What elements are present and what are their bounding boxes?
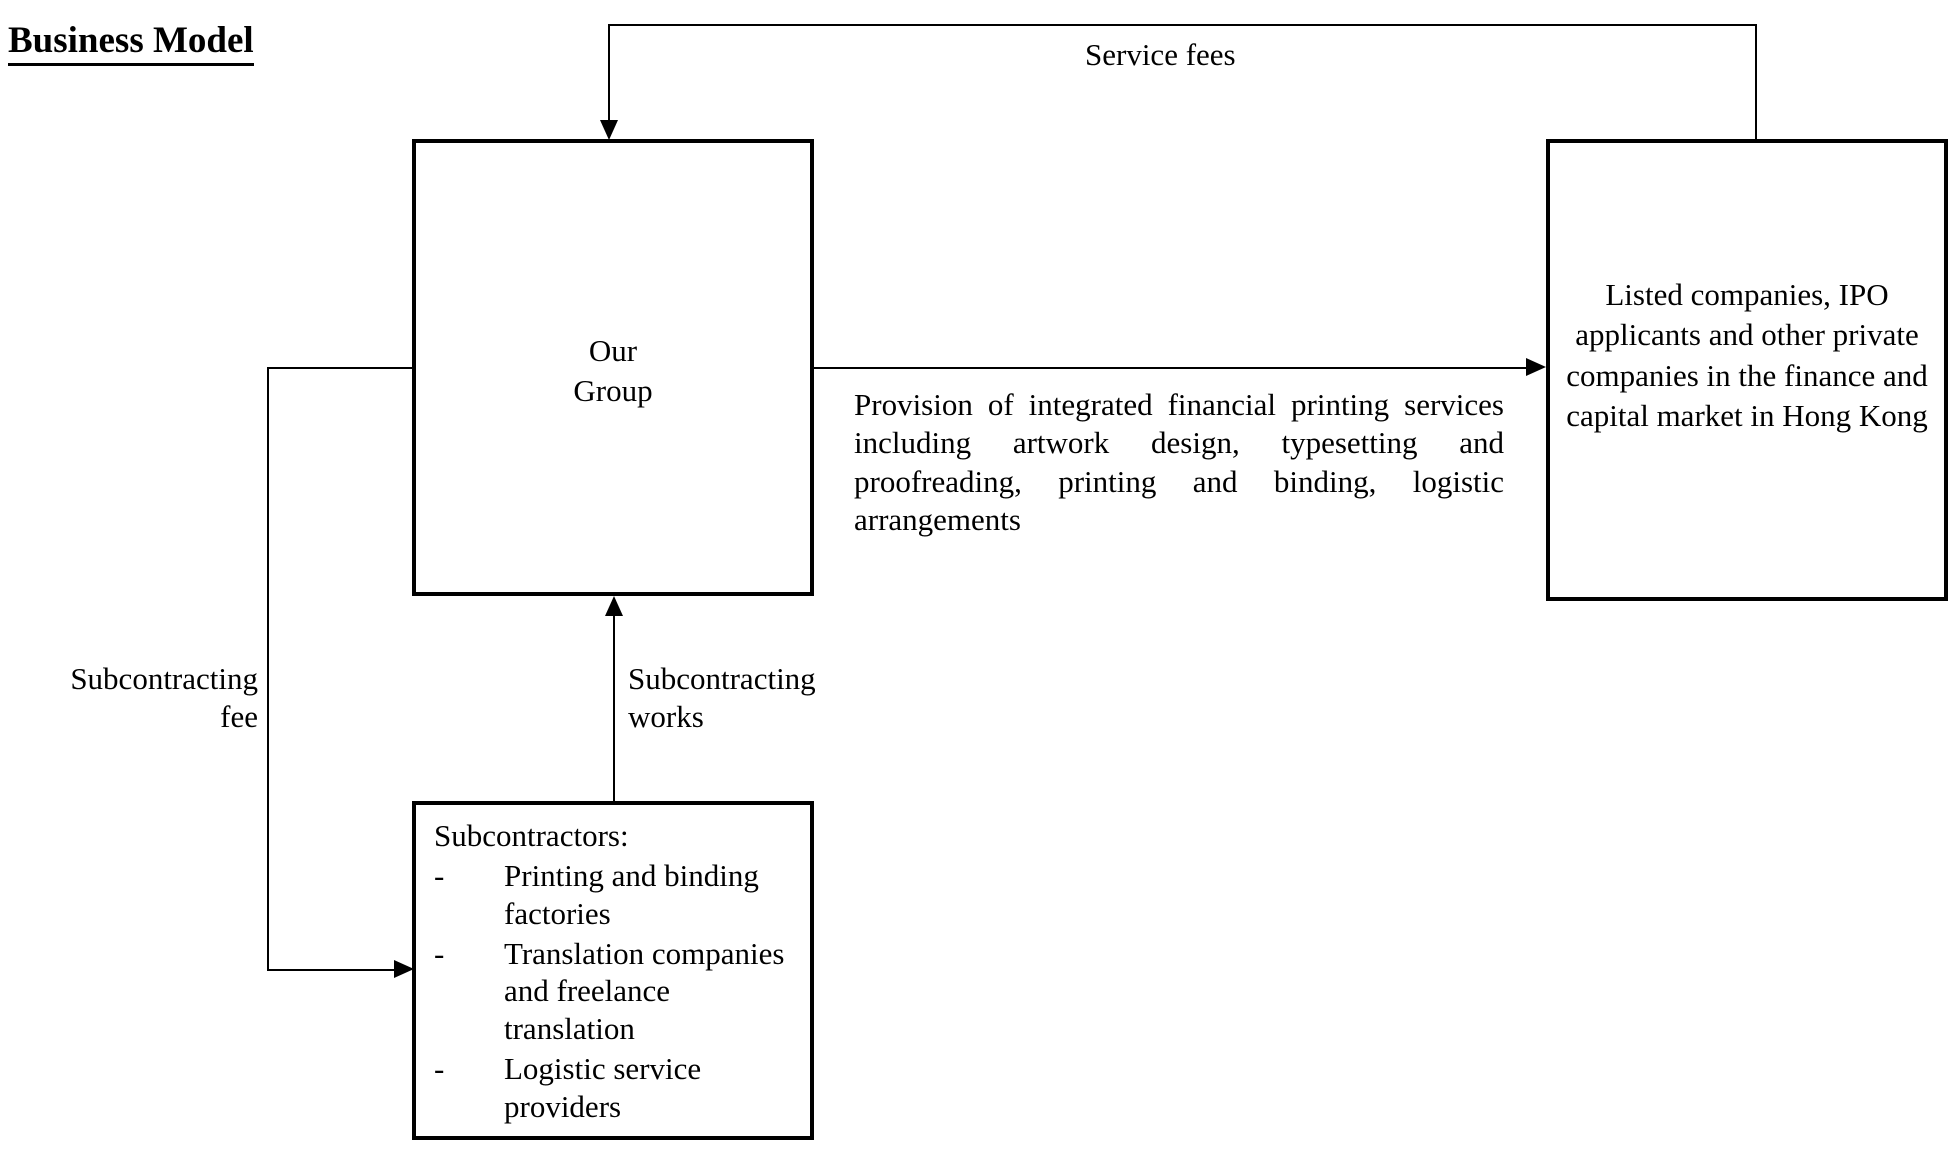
service-fees-arrowhead (600, 120, 618, 140)
edge-label-provision: Provision of integrated financial printi… (854, 387, 1504, 537)
edge-label-subcontracting-works-line2: works (628, 698, 704, 734)
box-listed-companies-label: Listed companies, IPO applicants and oth… (1566, 277, 1928, 433)
subcontracting-fee-arrowhead (394, 960, 414, 978)
subcontracting-fee-edge-segment-bottom (267, 969, 394, 971)
list-item-dash: - (434, 1051, 445, 1087)
subcontracting-fee-edge-segment-top (267, 367, 414, 369)
service-fees-edge-segment-left (608, 24, 610, 122)
list-item-label: Logistic service providers (504, 1051, 702, 1124)
box-subcontractors[interactable]: Subcontractors: - Printing and binding f… (412, 801, 814, 1140)
service-fees-edge-segment-top (608, 24, 1757, 26)
box-subcontractors-heading: Subcontractors: (434, 818, 629, 853)
edge-label-subcontracting-fee-line2: fee (220, 698, 258, 734)
list-item: - Translation companies and freelance tr… (434, 935, 802, 1048)
edge-label-subcontracting-fee-line1: Subcontracting (70, 661, 258, 696)
edge-label-service-fees: Service fees (1085, 37, 1236, 72)
subcontracting-fee-edge-segment-left (267, 367, 269, 969)
list-item-label: Printing and binding factories (504, 858, 759, 931)
box-our-group-label: Our Group (416, 331, 810, 410)
edge-label-subcontracting-fee: Subcontracting fee (38, 660, 258, 736)
box-our-group[interactable]: Our Group (412, 139, 814, 596)
box-listed-companies[interactable]: Listed companies, IPO applicants and oth… (1546, 139, 1948, 601)
subcontracting-works-edge-line (613, 616, 615, 802)
list-item: - Logistic service providers (434, 1050, 802, 1126)
edge-label-subcontracting-works: Subcontracting works (628, 660, 816, 736)
box-our-group-label-line1: Our (588, 333, 638, 368)
provision-edge-line (814, 367, 1526, 369)
subcontracting-works-arrowhead (605, 596, 623, 616)
box-subcontractors-list: - Printing and binding factories - Trans… (434, 857, 802, 1128)
page-title: Business Model (8, 21, 254, 66)
list-item-dash: - (434, 935, 445, 971)
list-item-label: Translation companies and freelance tran… (504, 935, 785, 1047)
list-item-dash: - (434, 858, 445, 893)
service-fees-edge-segment-right (1755, 24, 1757, 141)
provision-arrowhead (1526, 358, 1546, 376)
box-our-group-label-line2: Group (573, 372, 653, 408)
edge-label-subcontracting-works-line1: Subcontracting (628, 661, 816, 696)
list-item: - Printing and binding factories (434, 857, 802, 933)
